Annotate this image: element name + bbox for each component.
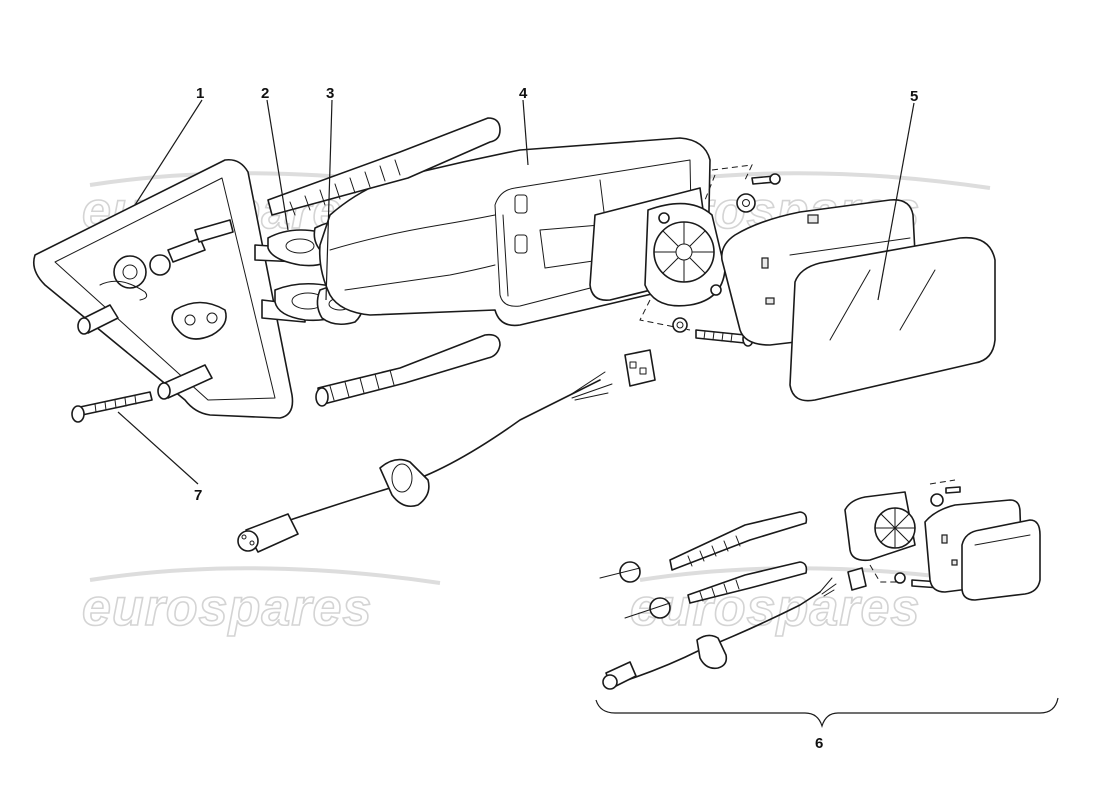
washer [736, 193, 756, 213]
callout-1-label: 1 [196, 85, 204, 102]
callout-4-label: 4 [519, 85, 528, 102]
callout-3-label: 3 [326, 85, 334, 102]
callout-5-label: 5 [910, 88, 918, 105]
adjuster-rod [267, 117, 501, 216]
screw [71, 391, 153, 423]
connector-plug [624, 349, 656, 387]
washer [672, 317, 688, 333]
motor-unit [589, 164, 753, 331]
watermark-text: eurospares [82, 579, 372, 637]
assembly-bracket [595, 697, 1059, 729]
adjuster-rod [315, 333, 501, 407]
watermark-bottom-left: eurospares [81, 566, 441, 638]
leader-lines [117, 99, 915, 485]
watermark-text: eurospares [630, 579, 920, 637]
mirror-assembly-small [599, 479, 1041, 690]
callout-6-label: 6 [815, 735, 823, 752]
callout-7-label: 7 [194, 487, 202, 504]
callout-2-label: 2 [261, 85, 269, 102]
cable-harness [237, 371, 613, 553]
screw-small [751, 173, 781, 185]
watermark-bottom-right: eurospares [629, 566, 991, 638]
mirror-glass [789, 236, 996, 402]
